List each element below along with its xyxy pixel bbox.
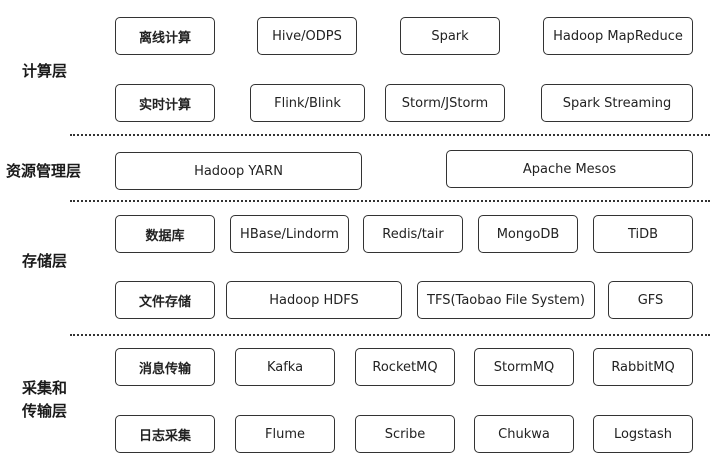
box-logstash: Logstash	[593, 415, 693, 453]
box-redis-tair: Redis/tair	[363, 215, 463, 253]
box-stormmq: StormMQ	[474, 348, 574, 386]
box-hadoop-hdfs: Hadoop HDFS	[226, 281, 402, 319]
box-flume: Flume	[235, 415, 335, 453]
layer-label-resource: 资源管理层	[6, 162, 82, 180]
box-file-storage: 文件存储	[115, 281, 215, 319]
box-scribe: Scribe	[355, 415, 455, 453]
box-offline-compute: 离线计算	[115, 17, 215, 55]
layer-label-ingest-line2: 传输层	[22, 402, 68, 420]
box-hbase-lindorm: HBase/Lindorm	[230, 215, 349, 253]
box-database: 数据库	[115, 215, 215, 253]
box-tidb: TiDB	[593, 215, 693, 253]
box-flink-blink: Flink/Blink	[250, 84, 365, 122]
box-log-collection: 日志采集	[115, 415, 215, 453]
box-hive-odps: Hive/ODPS	[257, 17, 357, 55]
layer-label-compute: 计算层	[22, 62, 68, 80]
layer-label-ingest-line1: 采集和	[22, 379, 68, 397]
layer-label-storage: 存储层	[22, 252, 68, 270]
box-gfs: GFS	[608, 281, 693, 319]
box-hadoop-yarn: Hadoop YARN	[115, 152, 362, 190]
box-apache-mesos: Apache Mesos	[446, 150, 693, 188]
box-tfs: TFS(Taobao File System)	[417, 281, 595, 319]
box-kafka: Kafka	[235, 348, 335, 386]
box-chukwa: Chukwa	[474, 415, 574, 453]
box-rabbitmq: RabbitMQ	[593, 348, 693, 386]
box-hadoop-mapreduce: Hadoop MapReduce	[543, 17, 693, 55]
box-storm-jstorm: Storm/JStorm	[385, 84, 505, 122]
box-spark-streaming: Spark Streaming	[541, 84, 693, 122]
separator-2	[70, 200, 710, 202]
separator-1	[70, 134, 710, 136]
box-mongodb: MongoDB	[478, 215, 578, 253]
box-realtime-compute: 实时计算	[115, 84, 215, 122]
box-spark: Spark	[400, 17, 500, 55]
separator-3	[70, 334, 710, 336]
box-message-transport: 消息传输	[115, 348, 215, 386]
box-rocketmq: RocketMQ	[355, 348, 455, 386]
